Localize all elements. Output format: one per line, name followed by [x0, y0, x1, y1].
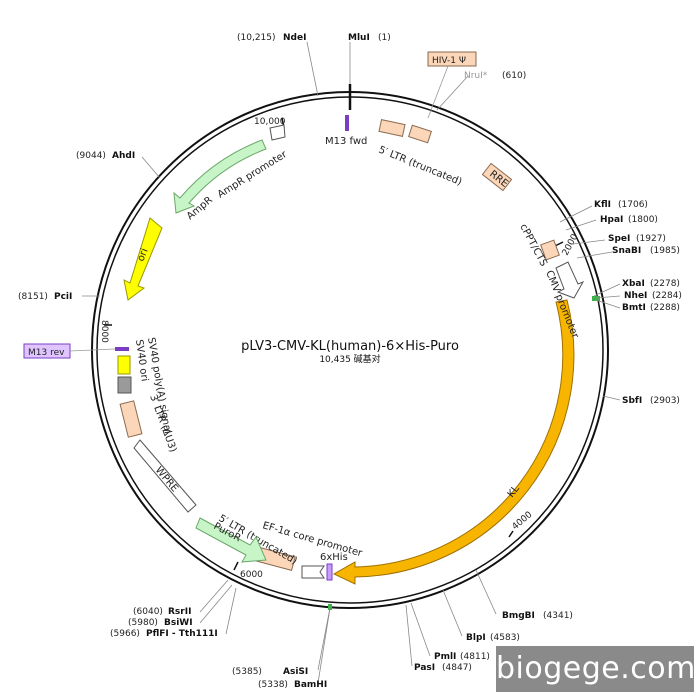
m13-fwd-label: M13 fwd: [325, 136, 367, 147]
ltr5-top-box-b: [408, 124, 432, 144]
site-asisi-pos: (5385): [232, 667, 262, 677]
site-hpai-name: HpaI: [600, 215, 623, 225]
hiv-psi-box: [427, 51, 477, 67]
site-blpi-pos: (4583): [490, 633, 520, 643]
his-label: 6xHis: [320, 552, 348, 563]
site-kfli-name: KflI: [594, 200, 611, 210]
m13-rev-label: M13 rev: [28, 348, 65, 358]
hiv-psi-label: HIV-1 Ψ: [432, 56, 466, 66]
site-rsrii-pos: (6040): [133, 607, 163, 617]
tick-10000: 10,000: [254, 117, 286, 127]
site-rsrii-name: RsrII: [168, 607, 191, 617]
site-snabi-pos: (1985): [650, 246, 680, 256]
site-ahdi-name: AhdI: [112, 151, 135, 161]
ampr-feature: [173, 139, 267, 214]
wpre-label: WPRE: [153, 465, 180, 494]
wpre-feature: [133, 439, 197, 513]
ori-label: ori: [136, 247, 151, 263]
m13-rev-leader: [69, 348, 116, 352]
hiv-psi-leader: [427, 65, 449, 119]
ltr5-top-label: 5′ LTR (truncated): [377, 145, 464, 189]
site-pflfi-pos: (5966): [110, 629, 140, 639]
m13-rev-primer: [115, 347, 129, 351]
site-xbai-name: XbaI: [622, 279, 645, 289]
site-bmgbi-name: BmgBI: [502, 611, 535, 621]
site-pmli-pos: (4811): [460, 652, 490, 662]
site-nrui-name: NruI*: [464, 71, 488, 81]
rre-box: [481, 162, 513, 192]
watermark: biogege.com: [496, 646, 695, 692]
plasmid-size: 10,435 碱基对: [319, 353, 380, 365]
site-pcii-name: PciI: [54, 292, 72, 302]
site-nhei-name: NheI: [624, 291, 647, 301]
ampr-promoter-arrow: [269, 124, 286, 141]
bamhi-site-marker: [328, 604, 332, 610]
his-box: [326, 563, 333, 581]
sv40-polya-box: [117, 355, 131, 375]
site-bsiwi-pos: (5980): [128, 618, 158, 628]
site-snabi-name: SnaBI: [612, 246, 641, 256]
site-bmgbi-pos: (4341): [543, 611, 573, 621]
site-sbfi-pos: (2903): [650, 396, 680, 406]
tick-6000: 6000: [240, 570, 263, 580]
site-pasi-name: PasI: [414, 663, 435, 673]
site-hpai-pos: (1800): [628, 215, 658, 225]
ampr-promoter-label: AmpR promoter: [216, 149, 290, 201]
site-asisi-name: AsiSI: [283, 667, 308, 677]
tick-2000: 2000: [561, 232, 581, 257]
site-mlui-pos: (1): [378, 33, 391, 43]
site-mlui-name: MluI: [348, 33, 370, 43]
site-ndei-name: NdeI: [283, 33, 306, 43]
cmv-feature: [555, 261, 585, 299]
site-bsiwi-name: BsiWI: [164, 618, 193, 628]
cppt-box: [540, 239, 560, 261]
kl-feature: [332, 299, 575, 585]
plasmid-name: pLV3-CMV-KL(human)-6×His-Puro: [241, 339, 459, 354]
site-pmli-name: PmlI: [434, 652, 456, 662]
site-bamhi-pos: (5338): [258, 680, 288, 690]
xbai-site-marker: [592, 296, 600, 301]
site-ahdi-pos: (9044): [76, 151, 106, 161]
site-nrui-pos: (610): [502, 71, 526, 81]
sv40-ori-box: [117, 376, 132, 394]
ef1a-feature: [301, 565, 325, 579]
site-leaders: [82, 41, 621, 684]
ltr5-top-box-a: [378, 119, 406, 137]
site-bamhi-name: BamHI: [294, 680, 327, 690]
site-blpi-name: BlpI: [466, 633, 486, 643]
site-bmti-name: BmtI: [622, 303, 646, 313]
site-bmti-pos: (2288): [650, 303, 680, 313]
tick-4000: 4000: [511, 510, 535, 533]
ltr3-box: [119, 400, 143, 438]
site-spei-pos: (1927): [636, 234, 666, 244]
tick-marks: [104, 117, 564, 571]
site-ndei-pos: (10,215): [237, 33, 276, 43]
site-nhei-pos: (2284): [652, 291, 682, 301]
site-sbfi-name: SbfI: [622, 396, 642, 406]
site-pcii-pos: (8151): [18, 292, 48, 302]
ori-feature: [123, 217, 163, 301]
site-spei-name: SpeI: [608, 234, 630, 244]
site-pflfi-name: PflFI - Tth111I: [146, 629, 218, 639]
tick-8000: 8000: [99, 320, 109, 343]
puror-feature: [195, 517, 267, 563]
m13-fwd-primer: [345, 115, 349, 131]
site-kfli-pos: (1706): [618, 200, 648, 210]
site-xbai-pos: (2278): [650, 279, 680, 289]
site-pasi-pos: (4847): [442, 663, 472, 673]
